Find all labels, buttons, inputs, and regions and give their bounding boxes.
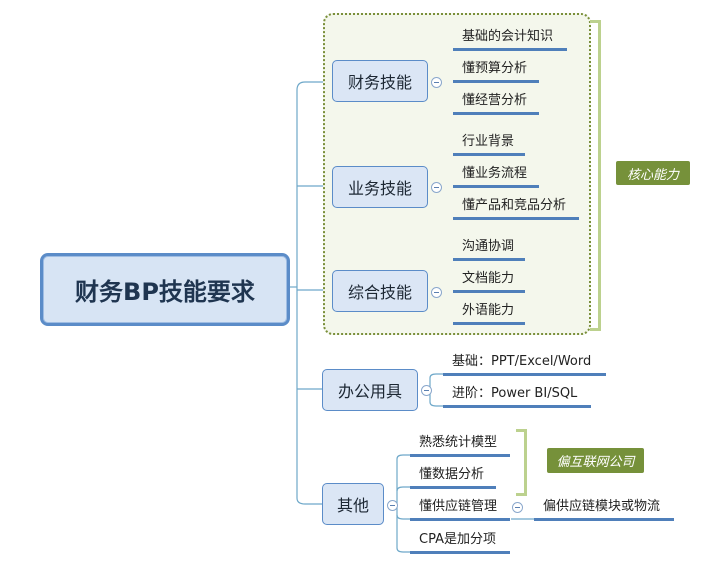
leaf-underline [410, 454, 510, 457]
leaf-budget-analysis[interactable]: 懂预算分析 [462, 61, 528, 76]
leaf-communication[interactable]: 沟通协调 [462, 239, 515, 254]
branch-general-skills[interactable]: 综合技能 [332, 270, 428, 312]
leaf-operation-analysis[interactable]: 懂经营分析 [462, 93, 528, 108]
internet-group-bracket [516, 429, 527, 496]
connector-office-leaves-leaf-0 [429, 373, 443, 379]
leaf-underline [410, 518, 510, 521]
connector-others-leaves-leaf-0 [396, 454, 410, 460]
leaf-underline [453, 258, 525, 261]
leaf-underline [453, 80, 539, 83]
leaf-underline [453, 217, 579, 220]
connector-finance [296, 81, 332, 91]
connector-spine [296, 90, 322, 505]
core-group-tag: 核心能力 [616, 161, 690, 185]
leaf-supply-chain-logistics[interactable]: 偏供应链模块或物流 [543, 499, 661, 514]
leaf-underline [534, 518, 674, 521]
leaf-cpa-bonus[interactable]: CPA是加分项 [419, 532, 496, 547]
collapse-toggle-icon[interactable] [512, 502, 523, 513]
leaf-underline [410, 486, 496, 489]
leaf-supply-chain[interactable]: 懂供应链管理 [419, 499, 498, 514]
leaf-industry-background[interactable]: 行业背景 [462, 134, 515, 149]
collapse-toggle-icon[interactable] [431, 287, 442, 298]
leaf-foreign-language[interactable]: 外语能力 [462, 303, 515, 318]
root-node[interactable]: 财务BP技能要求 [40, 253, 290, 326]
connector-others-leaves-leaf-1 [396, 486, 410, 492]
leaf-underline [453, 322, 525, 325]
leaf-underline [443, 373, 606, 376]
collapse-toggle-icon[interactable] [431, 182, 442, 193]
core-group-bracket [590, 20, 601, 331]
branch-office-tools[interactable]: 办公用具 [322, 369, 418, 411]
branch-business-skills[interactable]: 业务技能 [332, 166, 428, 208]
branch-others[interactable]: 其他 [322, 483, 384, 525]
connector-others-leaves-leaf-2 [396, 514, 410, 520]
connector-office-leaves-leaf-1 [429, 401, 443, 407]
collapse-toggle-icon[interactable] [387, 500, 398, 511]
collapse-toggle-icon[interactable] [421, 385, 432, 396]
leaf-accounting-basics[interactable]: 基础的会计知识 [462, 29, 554, 44]
leaf-statistical-models[interactable]: 熟悉统计模型 [419, 435, 498, 450]
leaf-advanced-tools[interactable]: 进阶：Power BI/SQL [452, 386, 578, 401]
leaf-business-process[interactable]: 懂业务流程 [462, 166, 528, 181]
leaf-product-competitor-analysis[interactable]: 懂产品和竞品分析 [462, 198, 567, 213]
leaf-underline [410, 551, 510, 554]
leaf-underline [453, 48, 567, 51]
leaf-underline [453, 290, 525, 293]
leaf-data-analysis[interactable]: 懂数据分析 [419, 467, 485, 482]
leaf-underline [453, 153, 525, 156]
branch-finance-skills[interactable]: 财务技能 [332, 60, 428, 102]
leaf-underline [453, 112, 539, 115]
leaf-underline [443, 405, 591, 408]
collapse-toggle-icon[interactable] [431, 77, 442, 88]
connector-others-leaves-leaf-3 [396, 547, 410, 553]
leaf-basic-office[interactable]: 基础：PPT/Excel/Word [452, 354, 592, 369]
internet-group-tag: 偏互联网公司 [547, 448, 644, 473]
leaf-underline [453, 185, 539, 188]
leaf-documentation[interactable]: 文档能力 [462, 271, 515, 286]
